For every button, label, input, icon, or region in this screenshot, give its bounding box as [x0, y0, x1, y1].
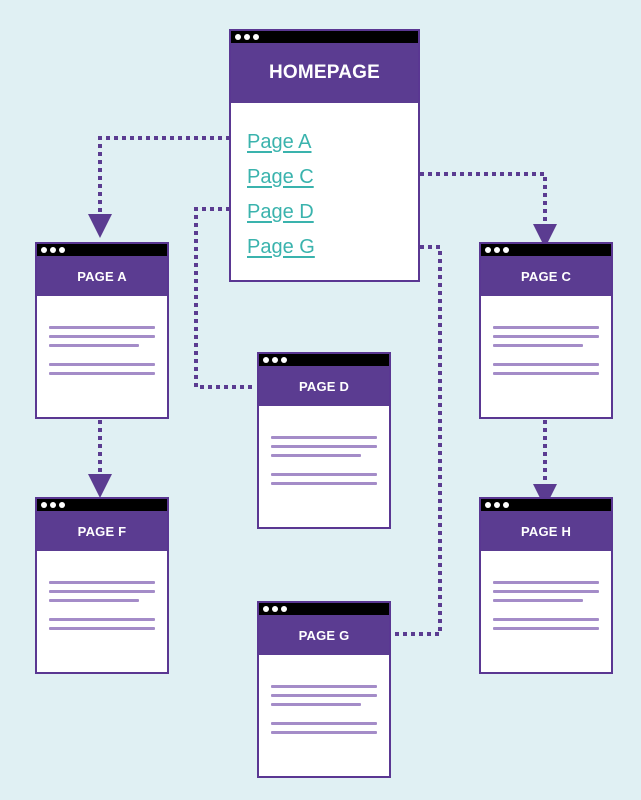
page-h-title: PAGE H	[481, 511, 611, 551]
window-controls	[263, 357, 287, 363]
page-c-title: PAGE C	[481, 256, 611, 296]
window-dot-icon	[50, 247, 56, 253]
window-dot-icon	[253, 34, 259, 40]
window-dot-icon	[485, 247, 491, 253]
link-page-d[interactable]: Page D	[247, 201, 314, 223]
window-dot-icon	[41, 502, 47, 508]
link-page-c[interactable]: Page C	[247, 166, 314, 188]
window-controls	[485, 247, 509, 253]
window-dot-icon	[494, 502, 500, 508]
window-dot-icon	[494, 247, 500, 253]
connector-home-to-page-d	[194, 207, 256, 389]
window-controls	[263, 606, 287, 612]
page-c-window: PAGE C	[479, 242, 613, 419]
page-d-window: PAGE D	[257, 352, 391, 529]
link-page-g[interactable]: Page G	[247, 236, 315, 258]
homepage-title: HOMEPAGE	[231, 43, 418, 103]
window-dot-icon	[50, 502, 56, 508]
window-dot-icon	[41, 247, 47, 253]
page-f-title: PAGE F	[37, 511, 167, 551]
link-page-a[interactable]: Page A	[247, 131, 312, 153]
window-titlebar	[259, 603, 389, 615]
page-h-window: PAGE H	[479, 497, 613, 674]
window-dot-icon	[503, 502, 509, 508]
page-content-lines	[37, 551, 167, 630]
window-dot-icon	[281, 357, 287, 363]
page-content-lines	[481, 551, 611, 630]
window-titlebar	[37, 244, 167, 256]
window-titlebar	[481, 499, 611, 511]
window-dot-icon	[272, 357, 278, 363]
page-a-window: PAGE A	[35, 242, 169, 419]
page-content-lines	[259, 406, 389, 485]
window-controls	[235, 34, 259, 40]
homepage-links: Page A Page C Page D Page G	[231, 103, 418, 265]
window-dot-icon	[281, 606, 287, 612]
page-g-title: PAGE G	[259, 615, 389, 655]
window-dot-icon	[272, 606, 278, 612]
window-controls	[485, 502, 509, 508]
window-dot-icon	[263, 606, 269, 612]
page-f-window: PAGE F	[35, 497, 169, 674]
window-dot-icon	[485, 502, 491, 508]
connector-home-to-page-a	[88, 136, 246, 238]
page-content-lines	[37, 296, 167, 375]
window-titlebar	[259, 354, 389, 366]
window-controls	[41, 247, 65, 253]
page-content-lines	[481, 296, 611, 375]
page-g-window: PAGE G	[257, 601, 391, 778]
window-dot-icon	[235, 34, 241, 40]
window-controls	[41, 502, 65, 508]
window-titlebar	[481, 244, 611, 256]
window-titlebar	[231, 31, 418, 43]
window-dot-icon	[244, 34, 250, 40]
window-titlebar	[37, 499, 167, 511]
page-content-lines	[259, 655, 389, 734]
page-d-title: PAGE D	[259, 366, 389, 406]
page-a-title: PAGE A	[37, 256, 167, 296]
window-dot-icon	[263, 357, 269, 363]
window-dot-icon	[59, 247, 65, 253]
window-dot-icon	[59, 502, 65, 508]
window-dot-icon	[503, 247, 509, 253]
homepage-window: HOMEPAGE Page A Page C Page D Page G	[229, 29, 420, 282]
